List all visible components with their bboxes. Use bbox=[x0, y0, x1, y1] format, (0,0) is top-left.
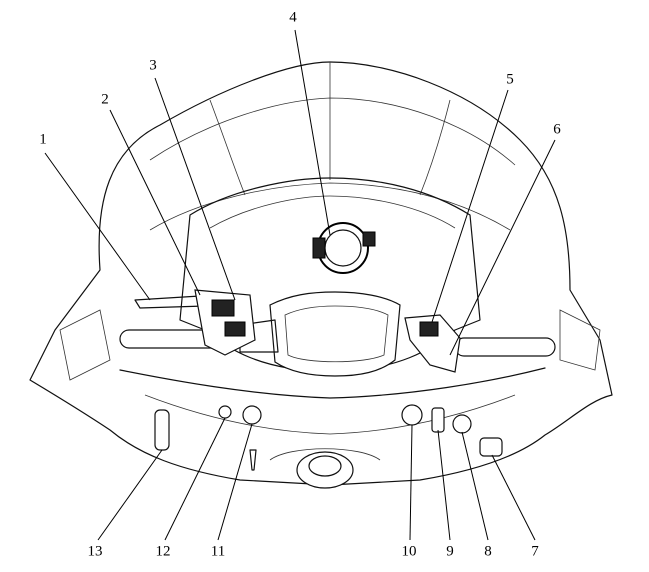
right-handlebar bbox=[404, 314, 556, 373]
callout-leaders bbox=[44, 29, 556, 541]
callout-5: 5 bbox=[506, 71, 514, 88]
callout-9: 9 bbox=[446, 543, 454, 560]
callout-2: 2 bbox=[101, 91, 109, 108]
switch-12 bbox=[218, 405, 232, 419]
callout-10: 10 bbox=[401, 543, 417, 560]
switch-10 bbox=[401, 404, 423, 426]
switch-8 bbox=[452, 414, 472, 434]
callout-8: 8 bbox=[484, 543, 492, 560]
switch-13 bbox=[154, 409, 170, 451]
callout-1: 1 bbox=[39, 131, 47, 148]
switch-9 bbox=[431, 407, 445, 433]
switch-7 bbox=[479, 437, 503, 457]
callout-3: 3 bbox=[149, 57, 157, 74]
switch-11 bbox=[242, 405, 262, 425]
fuel-cap bbox=[269, 448, 381, 489]
dash-housing bbox=[179, 177, 481, 373]
callout-12: 12 bbox=[155, 543, 171, 560]
callout-6: 6 bbox=[553, 121, 561, 138]
callout-11: 11 bbox=[210, 543, 226, 560]
left-handlebar bbox=[119, 289, 279, 356]
instrument-cluster bbox=[269, 291, 401, 377]
lower-fairing bbox=[119, 367, 546, 399]
callout-13: 13 bbox=[87, 543, 103, 560]
callout-4: 4 bbox=[289, 9, 297, 26]
callout-7: 7 bbox=[531, 543, 539, 560]
windscreen-outline bbox=[29, 61, 613, 486]
ignition-lock-icon bbox=[312, 222, 376, 274]
